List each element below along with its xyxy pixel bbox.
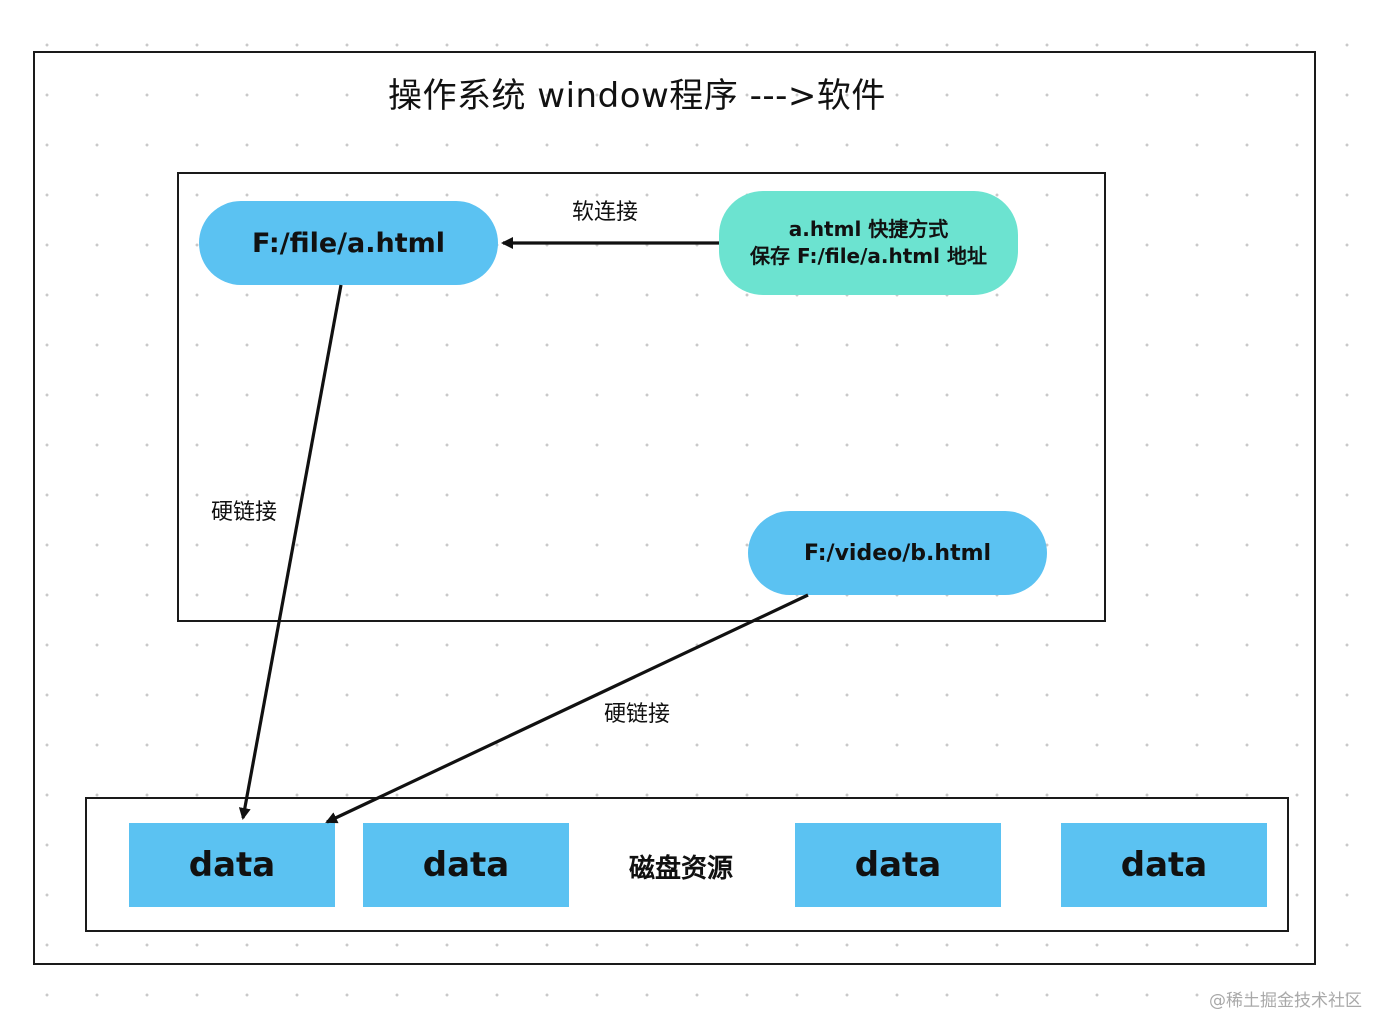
shortcut-node-line1: a.html 快捷方式 — [788, 217, 949, 241]
hard-link-arrow-1 — [238, 284, 343, 820]
hard-link-arrow-2 — [325, 593, 809, 824]
data-block-2: data — [363, 823, 569, 907]
file-node-b-html: F:/video/b.html — [748, 511, 1047, 595]
hard-link-label-1: 硬链接 — [211, 500, 278, 525]
shortcut-node: a.html 快捷方式 保存 F:/file/a.html 地址 — [719, 191, 1018, 295]
hard-link-label-2: 硬链接 — [604, 702, 671, 727]
watermark: @稀土掘金技术社区 — [1209, 991, 1362, 1011]
file-node-b-html-label: F:/video/b.html — [803, 540, 992, 566]
file-node-a-html-label: F:/file/a.html — [251, 227, 446, 259]
data-block-1: data — [129, 823, 335, 907]
file-system-frame — [177, 172, 1106, 622]
shortcut-node-line2: 保存 F:/file/a.html 地址 — [750, 244, 987, 268]
os-frame — [33, 51, 1316, 965]
data-block-3: data — [795, 823, 1001, 907]
file-node-a-html: F:/file/a.html — [199, 201, 498, 285]
data-block-4: data — [1061, 823, 1267, 907]
diagram-title: 操作系统 window程序 --->软件 — [388, 76, 886, 116]
soft-link-label: 软连接 — [572, 200, 639, 225]
disk-resources-label: 磁盘资源 — [629, 854, 734, 884]
